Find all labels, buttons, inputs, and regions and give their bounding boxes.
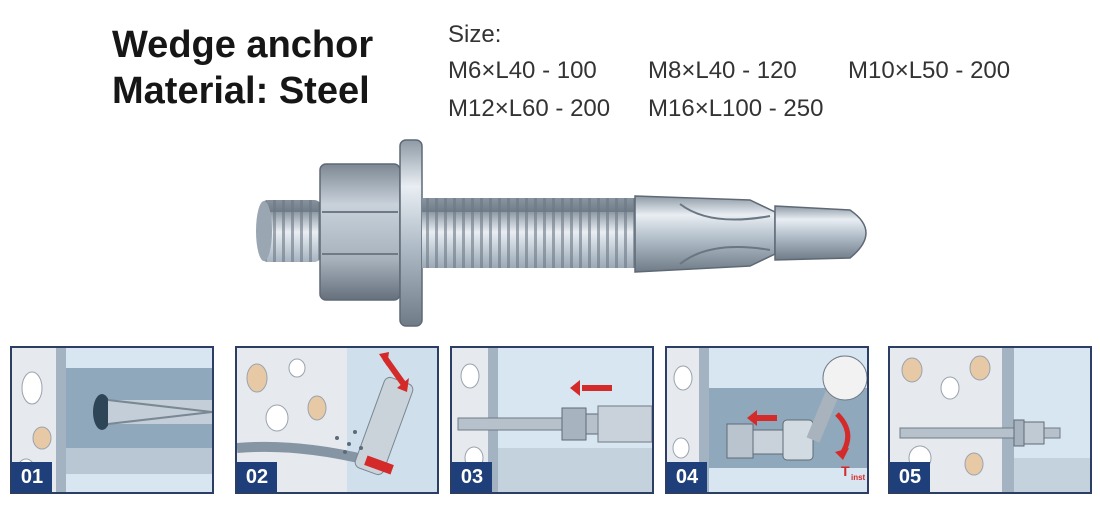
step-number-badge: 02 xyxy=(237,462,277,492)
step-02: 02 xyxy=(235,346,439,494)
size-label: Size: xyxy=(448,21,502,48)
size-list: Size: M6×L40 - 100 M8×L40 - 120 M10×L50 … xyxy=(448,18,1048,128)
size-item: M16×L100 - 250 xyxy=(648,95,824,122)
step-01: 01 xyxy=(10,346,214,494)
tighten-nut-torque-icon: T inst xyxy=(667,348,867,492)
step-03: 03 xyxy=(450,346,654,494)
blow-out-dust-icon xyxy=(237,348,437,492)
size-row-1: M6×L40 - 100 M8×L40 - 120 M10×L50 - 200 xyxy=(448,52,1048,90)
material-label: Material: Steel xyxy=(112,70,370,112)
insert-anchor-icon xyxy=(452,348,652,492)
title-block: Wedge anchor Material: Steel xyxy=(112,22,373,114)
step-number-badge: 04 xyxy=(667,462,707,492)
size-item: M12×L60 - 200 xyxy=(448,95,611,122)
step-04: T inst 04 xyxy=(665,346,869,494)
installation-steps: 01 02 xyxy=(10,346,1092,494)
wedge-anchor-bolt-icon xyxy=(250,132,890,332)
torque-sub: inst xyxy=(851,473,866,482)
size-item: M6×L40 - 100 xyxy=(448,57,597,84)
size-item: M8×L40 - 120 xyxy=(648,57,797,84)
size-row-2: M12×L60 - 200 M16×L100 - 250 xyxy=(448,90,1048,128)
step-number-badge: 03 xyxy=(452,462,492,492)
step-number-badge: 05 xyxy=(890,462,930,492)
step-05: 05 xyxy=(888,346,1092,494)
torque-label: T xyxy=(841,463,850,479)
step-number-badge: 01 xyxy=(12,462,52,492)
product-title: Wedge anchor xyxy=(112,24,374,66)
size-item: M10×L50 - 200 xyxy=(848,57,1011,84)
